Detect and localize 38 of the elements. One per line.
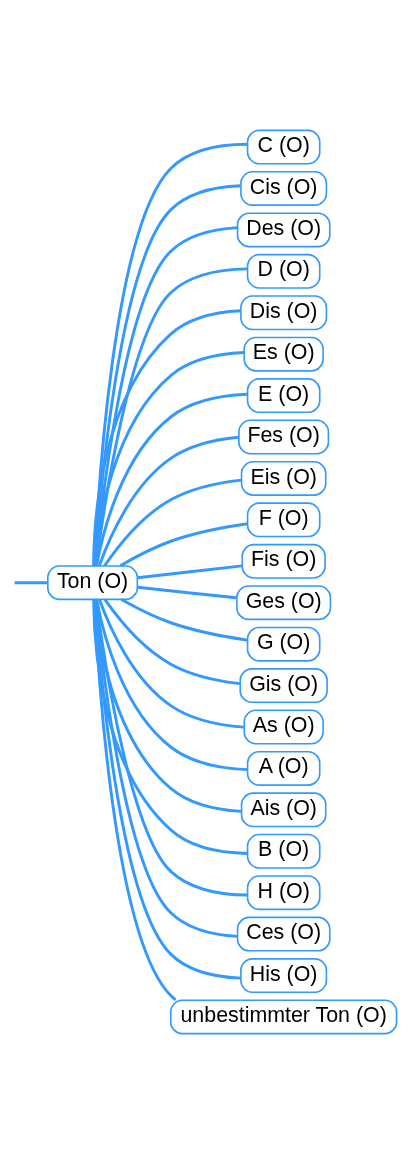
- node-box: His (O): [240, 958, 328, 994]
- node-box: Es (O): [243, 336, 324, 372]
- node-box: A (O): [246, 750, 321, 786]
- node-box: E (O): [246, 378, 321, 414]
- connector: [120, 598, 248, 642]
- connector: [95, 392, 248, 567]
- node-box: Fes (O): [238, 419, 330, 455]
- connector: [103, 478, 242, 567]
- node-box: B (O): [246, 833, 321, 869]
- node-box: unbestimmter Ton (O): [169, 999, 398, 1035]
- node-box: Cis (O): [240, 170, 328, 206]
- connector: [137, 585, 237, 600]
- node-box: F (O): [246, 502, 321, 538]
- node-box: Ges (O): [236, 585, 332, 621]
- node-box: C (O): [246, 129, 321, 165]
- node-box: Gis (O): [239, 668, 328, 704]
- connector: [98, 599, 244, 729]
- node-box: Eis (O): [240, 460, 327, 496]
- connector: [94, 599, 248, 897]
- node-box: Dis (O): [240, 295, 328, 331]
- connector: [92, 599, 248, 855]
- connector: [103, 598, 241, 686]
- node-box: Des (O): [236, 212, 331, 248]
- connector: [119, 522, 248, 568]
- connector: [97, 435, 239, 567]
- connector: [14, 581, 48, 585]
- node-box: G (O): [246, 626, 321, 662]
- node-box: D (O): [246, 253, 321, 289]
- connector: [92, 309, 241, 566]
- connector: [137, 564, 243, 580]
- node-box: Fis (O): [241, 543, 326, 579]
- node-box: H (O): [246, 875, 321, 911]
- node-box: Ton (O): [47, 565, 139, 601]
- node-box: Ais (O): [240, 792, 327, 828]
- node-box: Ces (O): [236, 916, 331, 952]
- connector: [94, 267, 248, 566]
- connector: [95, 599, 248, 772]
- node-box: As (O): [243, 709, 324, 745]
